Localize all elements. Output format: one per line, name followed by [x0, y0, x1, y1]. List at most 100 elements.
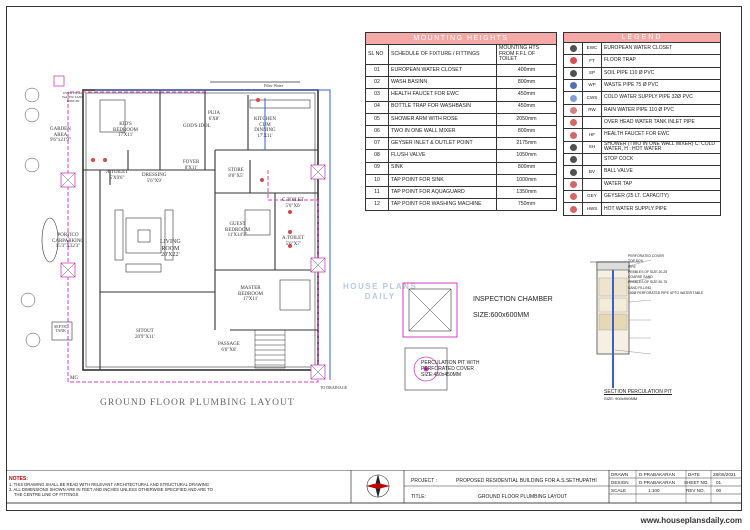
rev-label: REV NO. [686, 488, 705, 493]
percolation-layer-labels: PERFORATED COVER TOP SOIL PIPE PEBBLES O… [628, 254, 704, 295]
to-drainage-label: TO DRAINAGE [320, 385, 348, 390]
row-number: 06 [365, 124, 389, 139]
date-value: 28/06/2021 [713, 472, 736, 477]
col-fixture: SCHEDULE OF FIXTURE / FITTINGS [388, 44, 497, 65]
row-number: 01 [365, 63, 389, 78]
row-fixture: TAP POINT FOR AQUAGUARD [388, 185, 497, 200]
row-fixture: FLUSH VALVE [388, 149, 497, 163]
legend-text: OVER HEAD WATER TANK INLET PIPE [601, 116, 721, 130]
note-line-3: THE CENTRE LINE OF FITTINGS [14, 492, 79, 497]
legend-text: COLD WATER SUPPLY PIPE 32Ø PVC [601, 91, 721, 105]
row-number: 10 [365, 173, 389, 187]
title-label: TITLE: [411, 494, 427, 500]
row-fixture: WASH BASINN [388, 76, 497, 90]
row-number: 04 [365, 100, 389, 114]
health-faucet-icon [563, 128, 583, 142]
filter-water-label: Filter Water [264, 83, 284, 88]
project-label: PROJECT : [411, 478, 438, 484]
plan-title: GROUND FLOOR PLUMBING LAYOUT [100, 398, 295, 408]
percolation-section-title: SECTION PERCULATION PIT [604, 389, 672, 395]
row-height: 800mm [496, 76, 557, 90]
row-height: 450mm [496, 100, 557, 114]
row-height: 1000mm [496, 173, 557, 187]
col-sl-no: SL NO [365, 44, 389, 65]
title-block-frame [6, 470, 742, 504]
legend-title: LEGEND [563, 32, 721, 43]
legend-code [582, 153, 602, 167]
legend-text: GEYSER (25 LT. CAPACITY) [601, 190, 721, 204]
legend-code: RW [582, 103, 602, 118]
legend-code: SH [582, 140, 602, 155]
ball-valve-icon [563, 165, 583, 179]
row-fixture: EUROPEAN WATER CLOSET [388, 63, 497, 78]
waste-pipe-icon [563, 79, 583, 93]
floor-trap-icon [563, 54, 583, 68]
row-fixture: SHOWER ARM WITH ROSE [388, 112, 497, 126]
row-height: 400mm [496, 63, 557, 78]
overhead-tank-icon [563, 116, 583, 130]
date-label: DATE [688, 472, 700, 477]
row-height: 2175mm [496, 137, 557, 151]
row-number: 02 [365, 76, 389, 90]
row-fixture: HEALTH FAUCET FOR EWC [388, 88, 497, 102]
ewc-icon [563, 41, 583, 56]
row-fixture: GEYSER INLET & OUTLET POINT [388, 137, 497, 151]
rev-value: 00 [716, 488, 722, 493]
legend-code: WP [582, 79, 602, 93]
sheet-value: 01 [716, 480, 722, 485]
row-number: 07 [365, 137, 389, 151]
website-footer[interactable]: www.houseplansdaily.com [640, 516, 742, 525]
legend-code: GEY [582, 190, 602, 204]
inspection-chamber-drawing [402, 282, 458, 391]
legend-text: SOIL PIPE 110 Ø PVC [601, 66, 721, 81]
scale-label: SCALE [611, 488, 627, 493]
legend-code: BV [582, 165, 602, 179]
legend-text: HEALTH FAUCET FOR EWC [601, 128, 721, 142]
title-value: GROUND FLOOR PLUMBING LAYOUT [478, 494, 568, 500]
note-line-1: 1. THIS DRAWING SHALL BE READ WITH RELEV… [9, 482, 210, 487]
legend-code [582, 116, 602, 130]
geyser-icon [563, 190, 583, 204]
legend-code: CWS [582, 91, 602, 105]
inspection-chamber-size: SIZE:600x600MM [473, 312, 530, 319]
legend-code [582, 177, 602, 192]
design-value: D.PRABAKARAN [639, 480, 675, 485]
sheet-label: SHEET NO. [684, 480, 709, 485]
percolation-pit-label: PERCULATION PIT WITH PERFORATED COVER SI… [421, 360, 480, 378]
row-height: 800mm [496, 161, 557, 175]
mounting-heights-title: MOUNTING HEIGHTS [365, 32, 557, 45]
gods-idol-label: GOD'S IDOL [183, 124, 211, 129]
legend-text: HOT WATER SUPPLY PIPE [601, 202, 721, 216]
legend-code: SP [582, 66, 602, 81]
legend-row: WATER TAP [563, 177, 721, 192]
stop-cock-icon [563, 153, 583, 167]
legend-code: HWS [582, 202, 602, 216]
legend-text: FLOOR TRAP [601, 54, 721, 68]
